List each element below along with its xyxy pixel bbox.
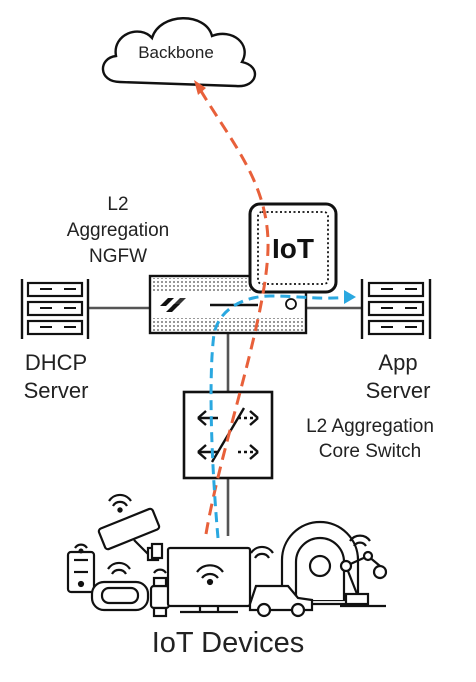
core-switch: L2 Aggregation Core Switch (182, 390, 434, 480)
paloalto-logo-icon (160, 298, 186, 312)
traffic-paths (194, 80, 356, 539)
server-rack-icon (360, 279, 432, 339)
app-label-line2: Server (366, 378, 431, 403)
dhcp-label-line2: Server (24, 378, 89, 403)
iot-badge-icon (248, 202, 338, 294)
wifi-icon (153, 568, 167, 574)
monitor-icon (166, 546, 252, 614)
dhcp-server: DHCP Server (20, 279, 90, 403)
switch-arrows-icon (197, 407, 259, 463)
security-camera-icon (97, 507, 164, 562)
network-links (88, 306, 362, 536)
ngfw-label: L2 Aggregation NGFW (67, 194, 169, 267)
headset-device-icon (90, 580, 150, 612)
ngfw-status-led (285, 298, 297, 310)
phone-device-icon (66, 550, 96, 594)
wifi-icon (349, 534, 371, 547)
dhcp-label-line1: DHCP (25, 350, 87, 375)
blue-arrowhead (344, 290, 356, 304)
wifi-icon (196, 564, 224, 586)
orange-traffic-path (196, 85, 270, 535)
wifi-icon (107, 561, 131, 575)
orange-arrowhead (194, 80, 206, 95)
iot-security-badge: IoT (248, 202, 338, 294)
backbone-cloud: Backbone (101, 17, 257, 88)
iot-badge-label: IoT (272, 233, 314, 264)
ngfw-bottom-grille (152, 318, 304, 331)
cloud-icon (101, 17, 257, 88)
backbone-label: Backbone (138, 43, 214, 62)
car-icon (248, 584, 314, 618)
ngfw-label-line1: L2 (107, 194, 128, 215)
blue-traffic-path (209, 294, 351, 539)
iot-devices-cluster (66, 493, 388, 618)
switch-label-line2: Core Switch (319, 441, 421, 462)
gear-icon (372, 564, 388, 580)
app-label-line1: App (378, 350, 417, 375)
wifi-icon (74, 543, 88, 554)
ngfw-label-line2: Aggregation (67, 220, 169, 241)
app-server: App Server (360, 279, 432, 403)
iot-badge-inner-border (257, 211, 329, 285)
iot-devices-label: IoT Devices (152, 627, 305, 659)
wifi-icon (250, 545, 274, 559)
watch-device-icon (149, 576, 171, 618)
ngfw-label-line3: NGFW (89, 246, 147, 267)
server-rack-icon (20, 279, 90, 339)
switch-label-line1: L2 Aggregation (306, 416, 434, 437)
wifi-icon (108, 493, 132, 513)
robot-arm-icon (339, 550, 386, 608)
